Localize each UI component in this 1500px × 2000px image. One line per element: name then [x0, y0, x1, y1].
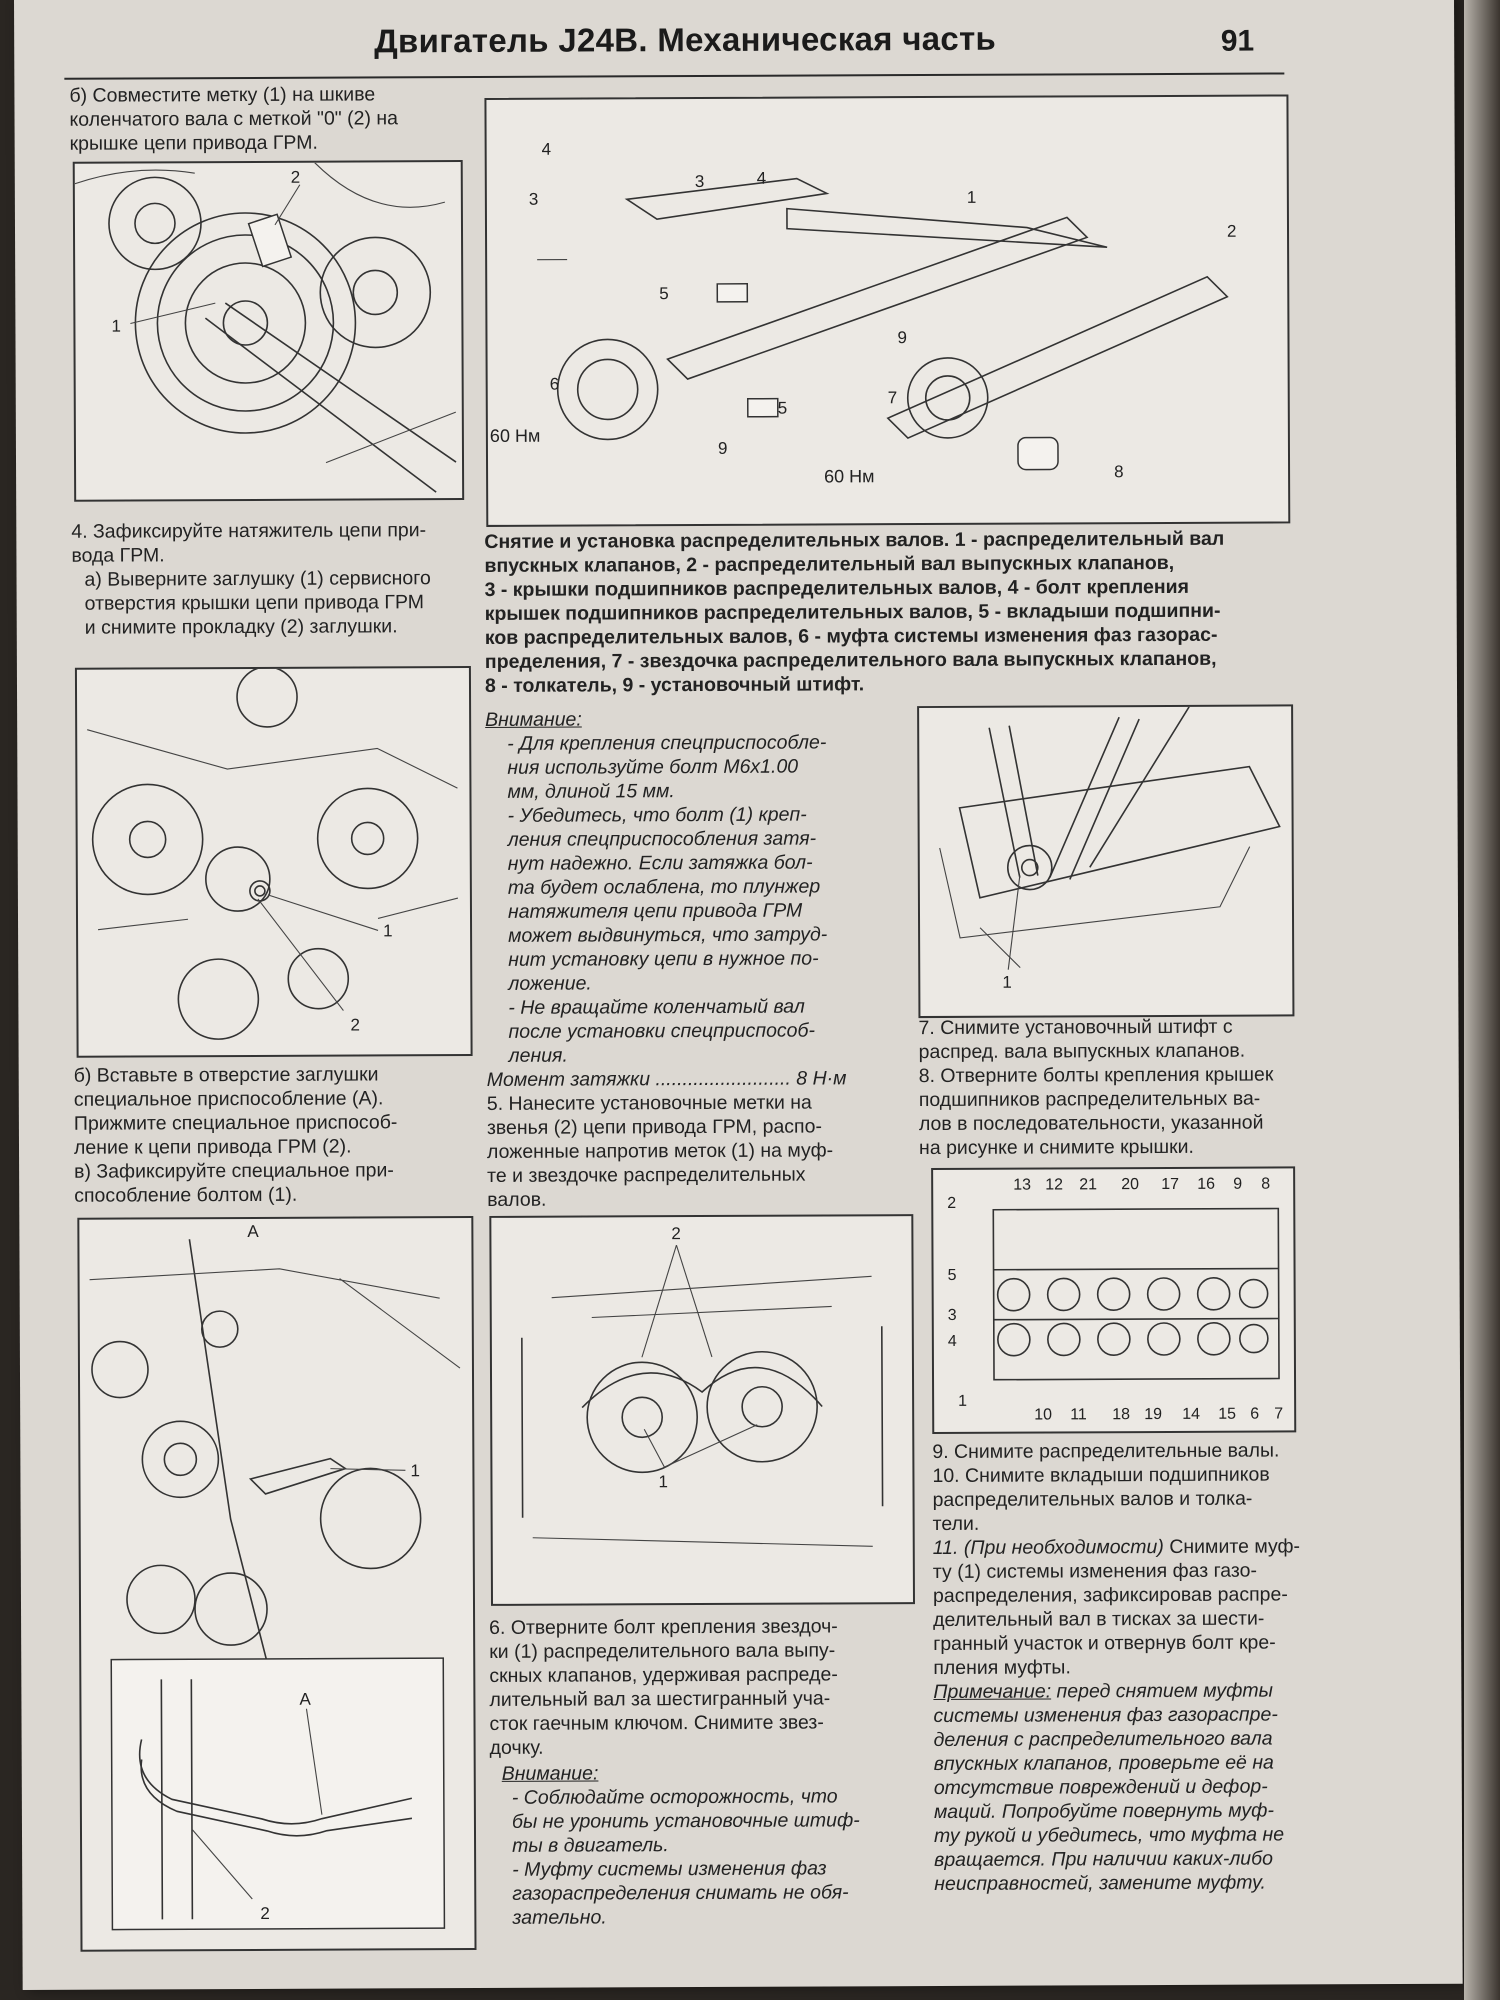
chain-label-1: 1	[658, 1472, 668, 1491]
seq-top-21: 21	[1079, 1176, 1097, 1193]
figure-camshaft-exploded: 4 3 3 4 1 2 5 9 6 5 9 7 8	[484, 94, 1291, 527]
top-label-6: 6	[550, 375, 560, 394]
seq-bottom-10: 10	[1034, 1406, 1052, 1423]
seq-left-3: 3	[948, 1307, 957, 1324]
fig3-label-A-top: A	[247, 1222, 259, 1241]
figure-crank-pulley: 2 1	[72, 160, 465, 502]
pin-removal-drawing: 1	[939, 706, 1281, 992]
fig1-label-1: 1	[111, 317, 121, 336]
torque-label-right: 60 Нм	[824, 466, 875, 487]
fig3-label-A-inset: A	[299, 1690, 311, 1709]
step-11-remove-coupling: 11. (При необходимости) Снимите муф- ту …	[933, 1534, 1304, 1680]
top-label-5a: 5	[659, 284, 669, 303]
top-label-3a: 3	[529, 190, 539, 209]
chain-label-2: 2	[671, 1224, 681, 1243]
top-label-3b: 3	[695, 172, 705, 191]
seq-top-12: 12	[1045, 1176, 1063, 1193]
step-b-align-marks: б) Совместите метку (1) на шкиве коленча…	[69, 83, 399, 155]
step-4a-remove-plug: а) Выверните заглушку (1) сервисного отв…	[84, 567, 431, 639]
seq-left-4: 4	[948, 1333, 957, 1350]
attention-3-no-rotate: - Не вращайте коленчатый вал после устан…	[508, 995, 816, 1067]
step-10-remove-bearings: 10. Снимите вкладыши подшипников распред…	[932, 1463, 1270, 1536]
figure-special-tool: A 1 A 2	[77, 1216, 477, 1952]
crank-pulley-drawing: 2 1	[74, 162, 457, 493]
seq-left-2: 2	[947, 1195, 956, 1212]
chain-marks-drawing: 2 1	[521, 1224, 884, 1547]
step-11-condition: 11. (При необходимости)	[932, 1535, 1164, 1560]
seq-left-1: 1	[958, 1393, 967, 1410]
seq-top-9: 9	[1233, 1176, 1242, 1193]
note-title: Примечание:	[933, 1680, 1052, 1704]
step-4v-bolt-tool: в) Зафиксируйте специальное при- способл…	[74, 1159, 394, 1207]
attention-title-2: Внимание:	[501, 1762, 599, 1785]
attention-2-tighten: - Убедитесь, что болт (1) креп- ления сп…	[507, 803, 828, 995]
seq-bottom-11: 11	[1070, 1406, 1087, 1423]
seq-top-8: 8	[1261, 1176, 1270, 1193]
pin-fig-label-1: 1	[1002, 973, 1012, 992]
top-label-4b: 4	[757, 169, 767, 188]
header-rule	[64, 72, 1285, 80]
step-5-chain-marks: 5. Нанесите установочные метки на звенья…	[486, 1091, 834, 1211]
bolt-sequence-drawing: 13 12 21 20 17 16 9 8 10 11 18 19 14 15 …	[947, 1176, 1283, 1424]
step-4-fix-tensioner: 4. Зафиксируйте натяжитель цепи при- вод…	[71, 519, 427, 567]
camshaft-figure-caption: Снятие и установка распределительных вал…	[484, 527, 1225, 697]
note-text: перед снятием муфты системы изменения фа…	[933, 1679, 1285, 1896]
torque-label-left: 60 Нм	[489, 425, 541, 446]
fig3-label-2: 2	[260, 1904, 270, 1923]
attention-2-1-pins: - Соблюдайте осторожность, что бы не уро…	[511, 1785, 860, 1857]
seq-bottom-19: 19	[1144, 1406, 1162, 1423]
top-label-9b: 9	[718, 439, 728, 458]
seq-top-20: 20	[1121, 1176, 1139, 1193]
service-plug-drawing: 1 2	[87, 668, 459, 1040]
seq-bottom-14: 14	[1182, 1406, 1200, 1423]
attention-2-2-coupling: - Муфту системы изменения фаз газораспре…	[512, 1857, 849, 1929]
seq-bottom-15: 15	[1218, 1406, 1236, 1423]
figure-service-plug: 1 2	[74, 666, 473, 1058]
fig3-label-1: 1	[410, 1461, 420, 1480]
fig2-label-1: 1	[383, 921, 393, 940]
top-label-9a: 9	[897, 328, 907, 347]
attention-title-1: Внимание:	[485, 708, 582, 731]
manual-page: Двигатель J24B. Механическая часть 91 б)…	[14, 0, 1463, 1990]
step-9-remove-camshafts: 9. Снимите распределительные валы.	[932, 1439, 1280, 1464]
seq-top-13: 13	[1013, 1177, 1031, 1194]
seq-bottom-6: 6	[1250, 1406, 1259, 1423]
step-4b-insert-tool: б) Вставьте в отверстие заглушки специал…	[73, 1063, 398, 1159]
figure-pin-removal: 1	[917, 704, 1295, 1019]
figure-chain-marks: 2 1	[489, 1214, 916, 1606]
book-spine-edge	[1464, 0, 1500, 2000]
page-header-title: Двигатель J24B. Механическая часть	[374, 19, 997, 60]
top-label-5b: 5	[778, 399, 788, 418]
step-7-remove-pin: 7. Снимите установочный штифт с распред.…	[918, 1015, 1246, 1064]
seq-left-5: 5	[948, 1267, 957, 1284]
page-number: 91	[1220, 24, 1255, 58]
seq-bottom-18: 18	[1112, 1406, 1130, 1423]
note-coupling-check: Примечание: перед снятием муфты системы …	[933, 1678, 1304, 1896]
camshaft-exploded-drawing: 4 3 3 4 1 2 5 9 6 5 9 7 8	[529, 140, 1237, 482]
seq-top-17: 17	[1161, 1176, 1179, 1193]
step-6-remove-sprocket: 6. Отверните болт крепления звездоч- ки …	[489, 1615, 838, 1759]
top-label-8: 8	[1114, 462, 1124, 481]
fig1-label-2: 2	[291, 168, 301, 187]
top-label-1: 1	[967, 188, 977, 207]
step-8-loosen-bolts: 8. Отверните болты крепления крышек подш…	[918, 1063, 1274, 1160]
special-tool-drawing: A 1 A 2	[89, 1222, 461, 1931]
torque-line: Момент затяжки .........................…	[486, 1067, 847, 1091]
seq-top-16: 16	[1197, 1176, 1215, 1193]
top-label-7: 7	[888, 388, 898, 407]
attention-1-bolt-spec: - Для крепления спецприспособле- ния исп…	[507, 731, 827, 803]
top-label-4a: 4	[542, 140, 552, 159]
top-label-2: 2	[1227, 222, 1237, 241]
seq-bottom-7: 7	[1274, 1405, 1283, 1422]
fig2-label-2: 2	[350, 1016, 360, 1035]
figure-bolt-sequence: 13 12 21 20 17 16 9 8 10 11 18 19 14 15 …	[931, 1166, 1297, 1435]
